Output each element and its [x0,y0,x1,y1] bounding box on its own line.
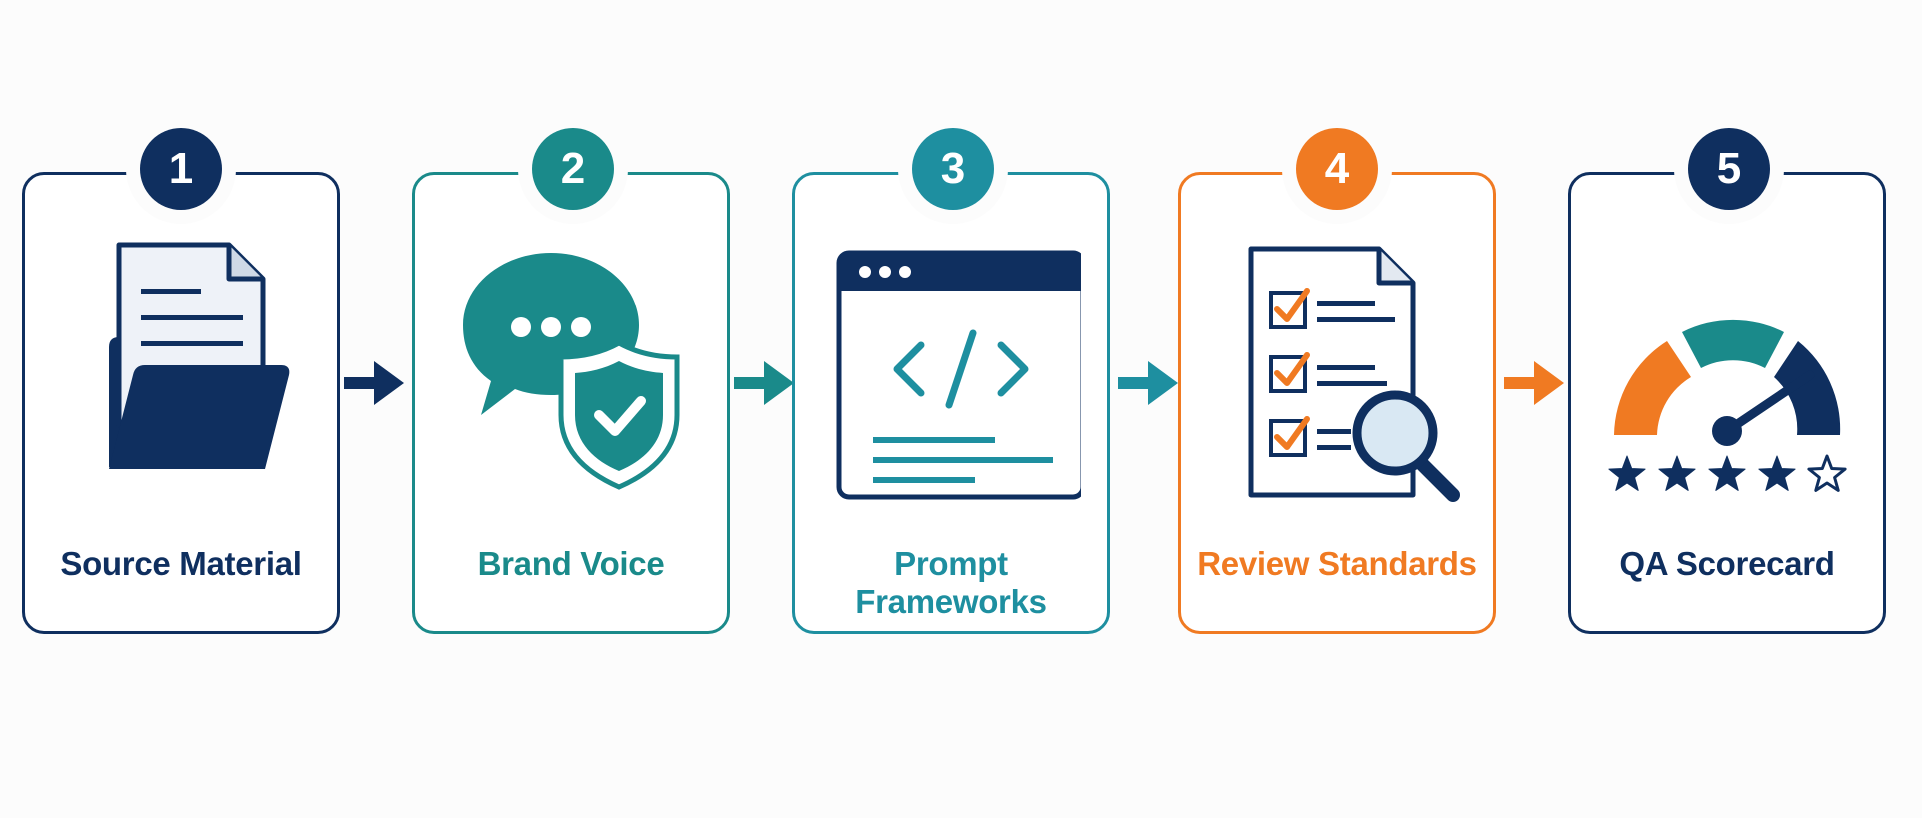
step-number-badge: 4 [1296,128,1378,210]
arrow-right-icon [1118,361,1178,405]
chat-shield-icon [415,225,727,505]
step-card-brand-voice: Brand Voice [412,172,730,634]
folder-document-icon [25,225,337,505]
step-card-review-standards: Review Standards [1178,172,1496,634]
step-card-source-material: Source Material [22,172,340,634]
arrow-right-icon [734,361,794,405]
step-number-badge: 5 [1688,128,1770,210]
step-card-qa-scorecard: QA Scorecard [1568,172,1886,634]
step-label: QA Scorecard [1619,545,1835,582]
code-window-icon [795,225,1107,505]
star-rating [1608,454,1847,492]
step-label: Prompt Frameworks [855,545,1047,620]
step-label: Brand Voice [477,545,665,582]
step-number-badge: 1 [140,128,222,210]
step-label: Review Standards [1197,545,1477,582]
step-card-prompt-frameworks: Prompt Frameworks [792,172,1110,634]
checklist-magnifier-icon [1181,225,1493,505]
arrow-right-icon [1504,361,1564,405]
star-filled-icon [1608,455,1646,491]
step-number-badge: 2 [532,128,614,210]
step-label: Source Material [60,545,302,582]
step-number-badge: 3 [912,128,994,210]
star-filled-icon [1758,455,1796,491]
star-filled-icon [1708,455,1746,491]
star-filled-icon [1658,455,1696,491]
star-empty-icon [1807,454,1847,492]
gauge-rating-icon [1571,225,1883,505]
arrow-right-icon [344,361,404,405]
